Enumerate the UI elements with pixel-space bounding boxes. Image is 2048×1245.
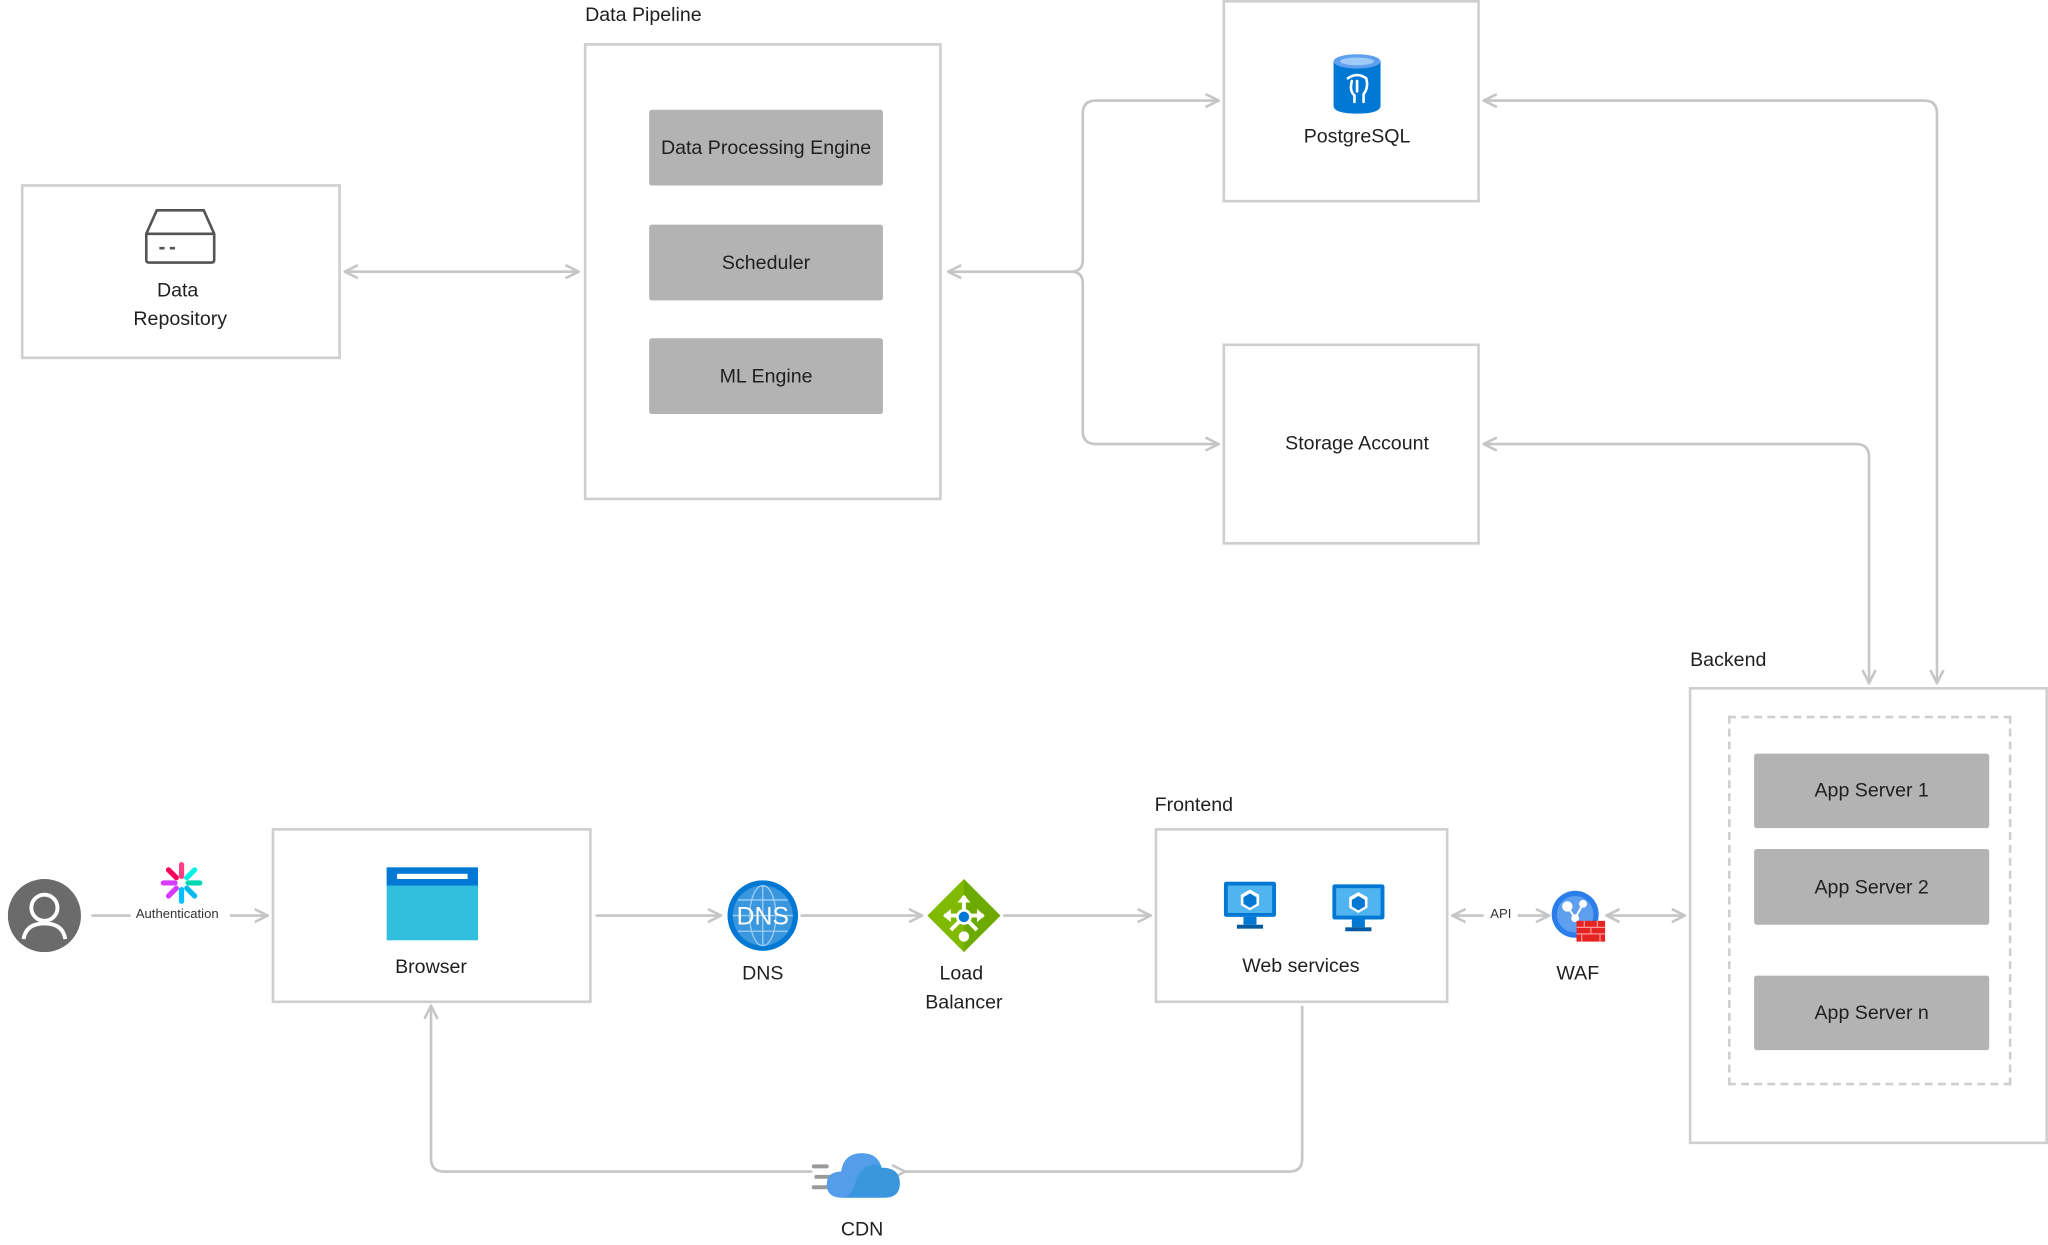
authentication-edge-label: Authentication [133, 907, 222, 923]
load-balancer-label-line2: Balancer [925, 991, 1003, 1014]
load-balancer-icon [927, 879, 1001, 953]
backend-group-label: Backend [1690, 649, 1767, 672]
scheduler-node[interactable]: Scheduler [649, 224, 883, 301]
postgresql-database-icon [1333, 54, 1381, 114]
load-balancer-label-line1: Load [939, 962, 984, 985]
web-services-box[interactable] [1154, 828, 1449, 1004]
jwt-auth-icon [160, 862, 203, 904]
dns-label: DNS [742, 962, 784, 985]
virtual-machine-icon-2 [1332, 884, 1385, 932]
user-avatar-icon [7, 879, 81, 953]
pipeline-storage-connector [1070, 270, 1219, 444]
storage-account-box[interactable] [1222, 343, 1480, 545]
frontend-cdn-browser-connector [431, 1006, 1304, 1173]
postgresql-label: PostgreSQL [1303, 125, 1411, 148]
api-edge-label: API [1487, 907, 1514, 923]
web-services-label: Web services [1242, 954, 1360, 977]
storage-drive-icon [144, 208, 216, 264]
data-processing-engine-node[interactable]: Data Processing Engine [649, 109, 883, 186]
data-repository-label-line1: Data [156, 279, 199, 302]
browser-window-icon [386, 867, 479, 941]
waf-label: WAF [1556, 962, 1600, 985]
app-server-cluster [1727, 715, 2012, 1086]
browser-label: Browser [395, 956, 467, 979]
storage-account-label: Storage Account [1285, 432, 1429, 455]
data-repository-box[interactable] [20, 184, 341, 360]
app-server-n-node[interactable]: App Server n [1754, 975, 1990, 1051]
virtual-machine-icon [1223, 881, 1277, 929]
dns-icon-text: DNS [737, 904, 789, 931]
pipeline-postgres-connector [948, 101, 1218, 272]
data-repository-label-line2: Repository [133, 308, 228, 331]
cdn-label: CDN [840, 1218, 884, 1241]
data-pipeline-group-label: Data Pipeline [585, 3, 702, 27]
postgres-backend-connector [1484, 101, 1937, 684]
storage-backend-connector [1484, 444, 1869, 683]
ml-engine-node[interactable]: ML Engine [649, 338, 883, 415]
web-application-firewall-icon [1551, 890, 1606, 942]
app-server-2-node[interactable]: App Server 2 [1754, 848, 1990, 925]
cloud-cdn-icon [811, 1153, 900, 1198]
app-server-1-node[interactable]: App Server 1 [1754, 753, 1990, 829]
dns-globe-icon: DNS [727, 880, 799, 951]
frontend-group-label: Frontend [1154, 794, 1234, 817]
